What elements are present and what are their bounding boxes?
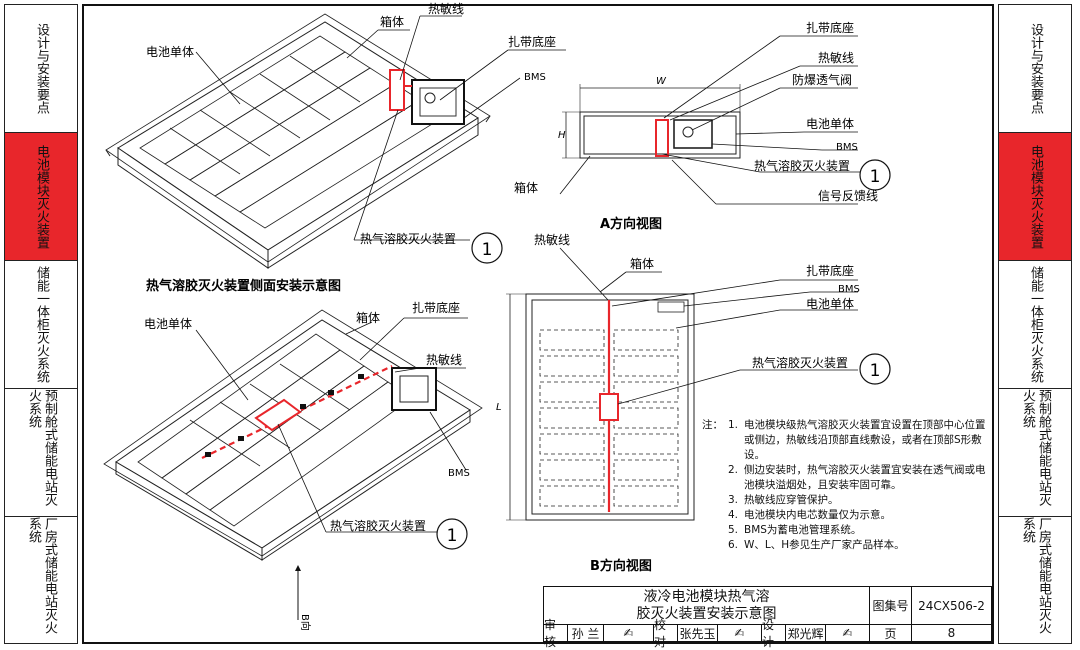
title-block: 液冷电池模块热气溶 胶灭火装置安装示意图 图集号 24CX506-2 审核 孙 … <box>543 586 992 649</box>
design-signature: ✍ <box>826 625 870 642</box>
left-tab-prefab-station[interactable]: 预制舱式储能电站灭火系统 <box>5 389 77 517</box>
fig2-box-label: 箱体 <box>356 310 380 325</box>
right-tab-battery-module[interactable]: 电池模块灭火装置 <box>999 133 1071 261</box>
drawing-title: 液冷电池模块热气溶 胶灭火装置安装示意图 <box>544 587 870 625</box>
left-tab-cabinet-system[interactable]: 储能一体柜灭火系统 <box>5 261 77 389</box>
fig2-arrow-label: B向 <box>299 614 312 631</box>
viewA-sensor-label: 热敏线 <box>818 50 854 65</box>
fig2-tie-label: 扎带底座 <box>412 300 460 315</box>
design-name: 郑光辉 <box>786 625 826 642</box>
review-label: 审核 <box>544 618 568 649</box>
fig2-sensor-label: 热敏线 <box>426 352 462 367</box>
viewB-caption: B方向视图 <box>590 558 652 574</box>
fig2-callout-circle <box>436 518 468 550</box>
note-item: 电池模块内电芯数量仅为示意。 <box>744 509 891 521</box>
left-category-bar: 设计与安装要点 电池模块灭火装置 储能一体柜灭火系统 预制舱式储能电站灭火系统 … <box>4 4 78 644</box>
fig1-sensor-label: 热敏线 <box>428 1 464 16</box>
note-item: W、L、H参见生产厂家产品样本。 <box>744 539 905 551</box>
left-tab-design-points[interactable]: 设计与安装要点 <box>5 5 77 133</box>
viewB-tie-label: 扎带底座 <box>806 263 854 278</box>
right-tab-plant-station[interactable]: 厂房式储能电站灭火系统 <box>1020 517 1051 634</box>
page-label: 页 <box>870 625 912 642</box>
check-label: 校对 <box>654 618 678 649</box>
fig2-device-label: 热气溶胶灭火装置 <box>330 518 426 533</box>
fig2-sensor-line <box>201 365 393 459</box>
right-tab-prefab-station[interactable]: 预制舱式储能电站灭火系统 <box>999 389 1071 517</box>
notes: 注： 1. 电池模块级热气溶胶灭火装置宜设置在顶部中心位置或侧边，热敏线沿顶部直… <box>702 419 986 551</box>
viewA-caption: A方向视图 <box>600 216 662 232</box>
viewA-box-label: 箱体 <box>514 180 538 195</box>
viewA-bms-label: BMS <box>836 142 858 153</box>
drawing-frame <box>82 4 994 644</box>
viewB-callout-circle <box>859 353 891 385</box>
viewB-device-label: 热气溶胶灭火装置 <box>752 355 848 370</box>
fig1-callout-circle <box>471 232 503 264</box>
viewB-cell-label: 电池单体 <box>806 297 854 311</box>
review-name: 孙 兰 <box>568 625 604 642</box>
viewB-bms-label: BMS <box>838 284 860 295</box>
note-item: 侧边安装时，热气溶胶灭火装置宜安装在透气阀或电池模块溢烟处，且安装牢固可靠。 <box>744 464 986 491</box>
check-signature: ✍ <box>718 625 762 642</box>
viewA-cell-label: 电池单体 <box>806 117 854 131</box>
fig2-bms-label: BMS <box>448 468 470 479</box>
check-name: 张先玉 <box>678 625 718 642</box>
fig1-bms-label: BMS <box>524 72 546 83</box>
note-item: BMS为蓄电池管理系统。 <box>744 524 862 536</box>
viewA-drawing <box>562 84 741 159</box>
fig1-caption: 热气溶胶灭火装置侧面安装示意图 <box>146 278 341 294</box>
fig1-isometric-side <box>105 13 491 269</box>
right-tab-design-points[interactable]: 设计与安装要点 <box>999 5 1071 133</box>
fig1-box-label: 箱体 <box>380 14 404 29</box>
fig2-callout: 1 <box>447 526 458 546</box>
note-item: 电池模块级热气溶胶灭火装置宜设置在顶部中心位置或侧边，热敏线沿顶部直线敷设，或者… <box>744 419 986 461</box>
viewA-dim-w: W <box>656 76 667 87</box>
atlas-number: 24CX506-2 <box>912 587 992 625</box>
fig1-device-label: 热气溶胶灭火装置 <box>360 231 456 246</box>
viewA-device-label: 热气溶胶灭火装置 <box>754 158 850 173</box>
viewB-dim-l: L <box>496 402 502 413</box>
notes-prefix: 注： <box>702 419 723 431</box>
left-tab-plant-station[interactable]: 厂房式储能电站灭火系统 <box>26 517 57 634</box>
atlas-label: 图集号 <box>870 587 912 625</box>
fig2-cell-label: 电池单体 <box>144 317 192 331</box>
viewA-dim-h: H <box>558 130 566 141</box>
viewA-tie-label: 扎带底座 <box>806 20 854 35</box>
viewA-feedback-label: 信号反馈线 <box>818 189 878 203</box>
viewB-callout: 1 <box>870 361 881 381</box>
left-tab-battery-module[interactable]: 电池模块灭火装置 <box>5 133 77 261</box>
review-signature: ✍ <box>604 625 654 642</box>
viewA-vent-label: 防爆透气阀 <box>792 72 852 87</box>
design-label: 设计 <box>762 618 786 649</box>
fig1-cell-label: 电池单体 <box>146 45 194 59</box>
viewB-sensor-line <box>599 300 619 512</box>
page-number: 8 <box>912 625 992 642</box>
right-category-bar: 设计与安装要点 电池模块灭火装置 储能一体柜灭火系统 预制舱式储能电站灭火系统 … <box>998 4 1072 644</box>
viewA-callout: 1 <box>870 167 881 187</box>
viewA-callout-circle <box>859 159 891 191</box>
note-item: 热敏线应穿管保护。 <box>744 494 839 506</box>
fig1-callout: 1 <box>482 240 493 260</box>
fig1-tie-label: 扎带底座 <box>508 34 556 49</box>
viewB-sensor-label: 热敏线 <box>534 232 570 247</box>
viewB-box-label: 箱体 <box>630 256 654 271</box>
right-tab-cabinet-system[interactable]: 储能一体柜灭火系统 <box>999 261 1071 389</box>
